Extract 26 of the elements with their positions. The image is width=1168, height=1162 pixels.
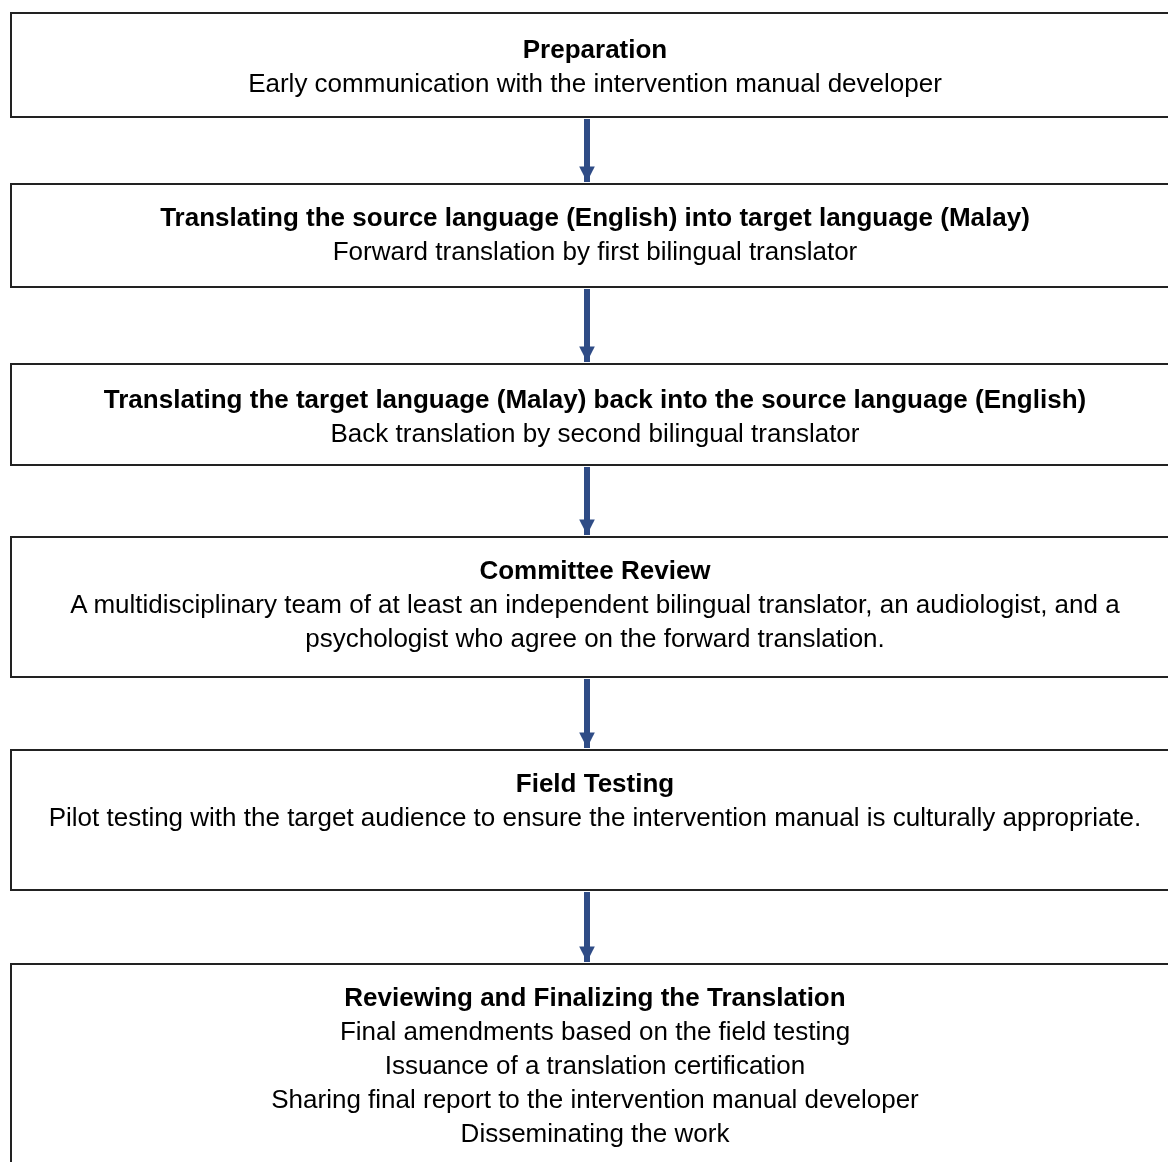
step-description: Issuance of a translation certification [384, 1049, 806, 1082]
step-heading: Translating the source language (English) into target language (Malay) [160, 201, 1030, 234]
step-heading: Field Testing [515, 767, 675, 800]
step-heading: Committee Review [479, 554, 711, 587]
process-box [10, 963, 1168, 1162]
step-description: A multidisciplinary team of at least an independent bilingual translator, an audiologist, and a psychologist who agree on the forward translation. [69, 588, 1121, 655]
process-box [10, 536, 1168, 678]
step-description: Back translation by second bilingual translator [330, 417, 860, 450]
process-box [10, 12, 1168, 118]
step-heading: Reviewing and Finalizing the Translation [344, 981, 846, 1014]
arrow [579, 289, 595, 362]
process-box [10, 183, 1168, 288]
process-box [10, 363, 1168, 466]
step-description: Forward translation by first bilingual translator [332, 235, 858, 268]
step-heading: Preparation [522, 33, 668, 66]
step-description: Pilot testing with the target audience to ensure the intervention manual is culturally appropriate. [48, 801, 1142, 834]
process-box [10, 749, 1168, 891]
step-description: Final amendments based on the field testing [339, 1015, 851, 1048]
arrow [579, 892, 595, 962]
arrow [579, 679, 595, 748]
arrow [579, 467, 595, 535]
step-description: Early communication with the intervention manual developer [248, 67, 942, 100]
step-description: Sharing final report to the intervention manual developer [271, 1083, 919, 1116]
arrow [579, 119, 595, 182]
step-description: Disseminating the work [460, 1117, 730, 1150]
step-heading: Translating the target language (Malay) back into the source language (English) [103, 383, 1087, 416]
